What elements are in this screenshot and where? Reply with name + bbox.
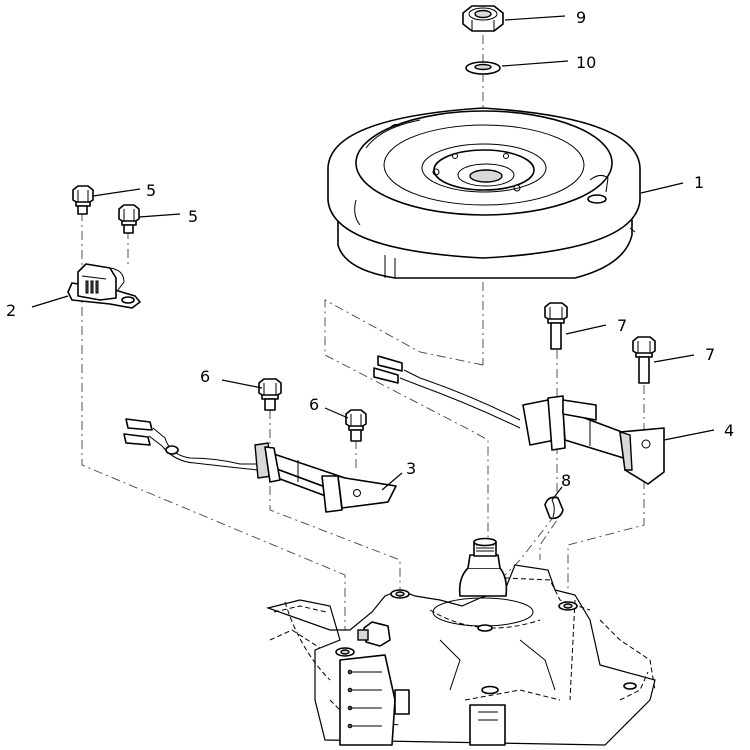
bolt-6-left — [258, 378, 282, 411]
callout-1: 1 — [694, 173, 704, 192]
pulser-coil — [67, 263, 141, 309]
callout-2: 2 — [6, 301, 16, 320]
callout-4: 4 — [724, 421, 734, 440]
leader-lines — [31, 15, 715, 501]
charge-coil-right — [373, 355, 665, 485]
key — [544, 496, 564, 520]
nut — [462, 5, 504, 32]
callout-10: 10 — [576, 53, 596, 72]
charge-coil-left — [123, 418, 397, 513]
callout-3: 3 — [406, 459, 416, 478]
callout-6-right: 6 — [309, 395, 319, 414]
callout-7-right: 7 — [705, 345, 715, 364]
bolt-6-right — [345, 409, 367, 442]
callout-5-upper: 5 — [146, 181, 156, 200]
bolt-7-right — [632, 336, 656, 384]
callout-9: 9 — [576, 8, 586, 27]
callout-labels: 9 10 1 5 5 2 6 6 3 7 7 4 8 — [6, 8, 734, 490]
bolt-5-lower — [118, 204, 140, 234]
callout-5-lower: 5 — [188, 207, 198, 226]
callout-7-left: 7 — [617, 316, 627, 335]
engine-block — [265, 537, 656, 746]
bolt-5-upper — [72, 185, 94, 215]
bolt-7-left — [544, 302, 568, 350]
callout-8: 8 — [561, 471, 571, 490]
washer — [465, 61, 501, 75]
flywheel — [327, 107, 641, 279]
callout-6-left: 6 — [200, 367, 210, 386]
